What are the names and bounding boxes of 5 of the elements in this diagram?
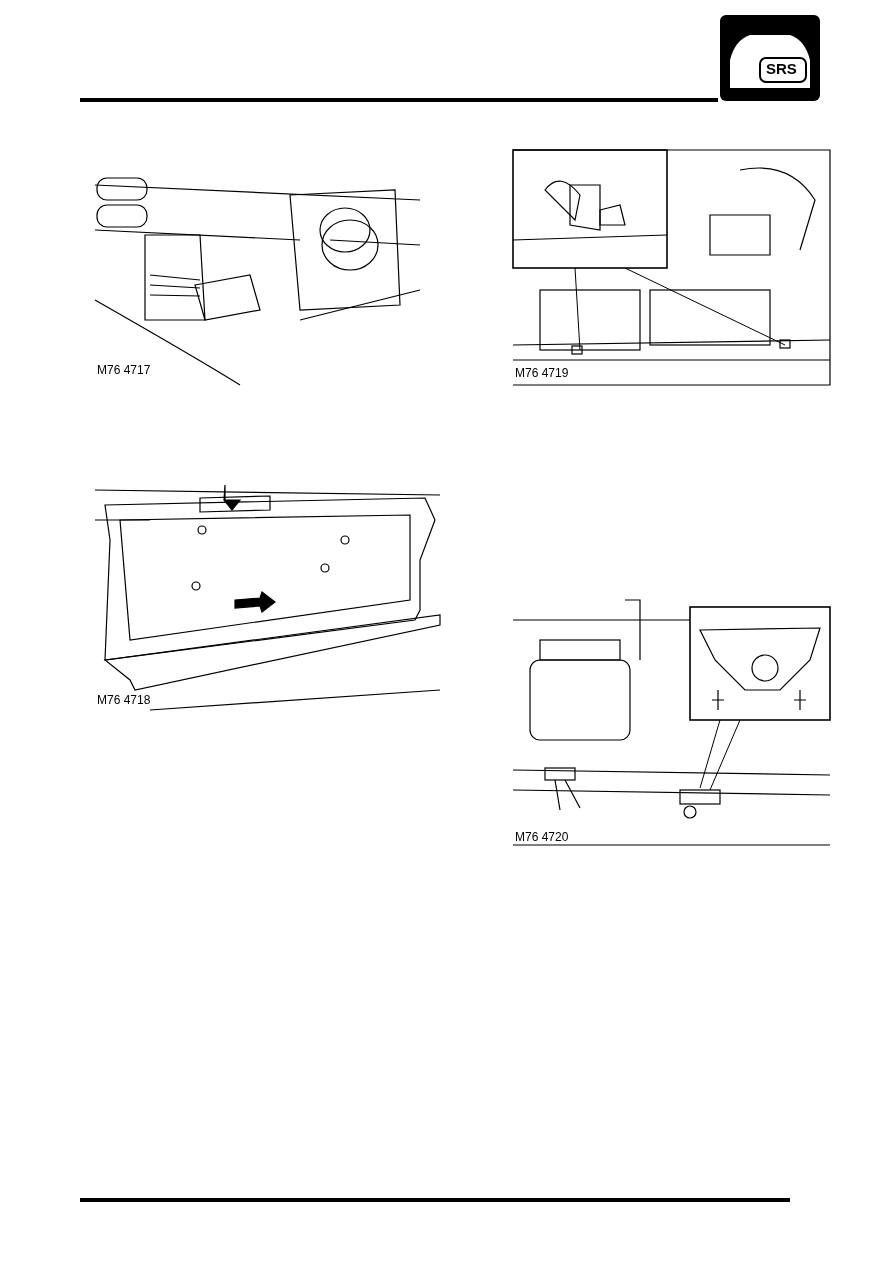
figure-code: M76 4719 [515,366,569,380]
system-label: SRS [766,60,797,77]
figure-code: M76 4718 [97,693,151,707]
figure-code: M76 4720 [515,830,569,844]
figure-code: M76 4717 [97,363,151,377]
